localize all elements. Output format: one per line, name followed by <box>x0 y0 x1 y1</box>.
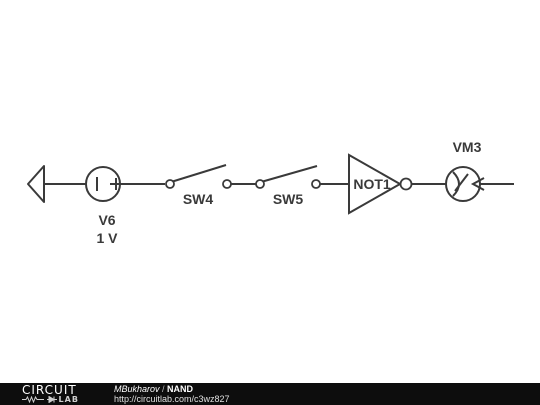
title-separator: / <box>159 384 168 394</box>
author-link[interactable]: MBukharov <box>114 384 160 394</box>
circuit-title[interactable]: NAND <box>167 384 194 394</box>
gate-label: NOT1 <box>353 176 391 192</box>
circuit-url-link[interactable]: http://circuitlab.com/c3wz827 <box>114 394 230 404</box>
meter-label: VM3 <box>453 139 482 155</box>
switch-sw5-label: SW5 <box>273 191 304 207</box>
resistor-icon <box>22 395 44 404</box>
voltage-source-icon[interactable] <box>85 166 122 202</box>
ground-icon <box>27 165 45 203</box>
source-value: 1 V <box>96 230 118 246</box>
circuitlab-logo[interactable]: CIRCUIT LAB <box>22 384 94 404</box>
switch-sw4-label: SW4 <box>183 191 214 207</box>
schematic-canvas: V6 1 V SW4 SW5 NOT1 VM3 <box>27 139 514 246</box>
switch-icon[interactable] <box>255 165 321 189</box>
logo-top-text: CIRCUIT <box>22 383 77 397</box>
voltmeter-icon[interactable] <box>445 166 485 202</box>
switch-icon[interactable] <box>165 164 232 189</box>
footer-bar: CIRCUIT LAB MBukharov / NAND http://circ… <box>0 383 540 405</box>
source-name: V6 <box>98 212 115 228</box>
logo-bottom-text: LAB <box>58 395 79 404</box>
not-gate-icon[interactable] <box>348 153 413 215</box>
diode-icon <box>46 395 57 404</box>
